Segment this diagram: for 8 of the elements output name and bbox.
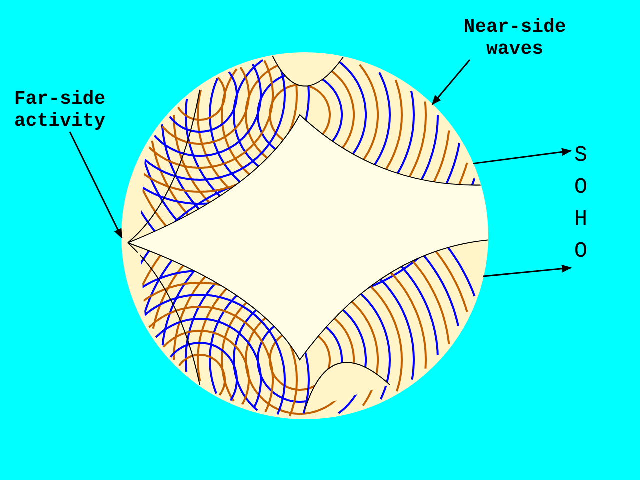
spacecraft-label: SOHO: [571, 140, 591, 268]
arrow: [483, 264, 572, 278]
arrow: [473, 148, 572, 165]
sun-cross-section-drawing: [122, 52, 488, 420]
leader-arrow: [432, 60, 471, 106]
leader-arrow: [69, 132, 123, 239]
annotation-label: Far-side activity: [0, 88, 120, 132]
annotation-label: Near-side waves: [455, 16, 575, 60]
